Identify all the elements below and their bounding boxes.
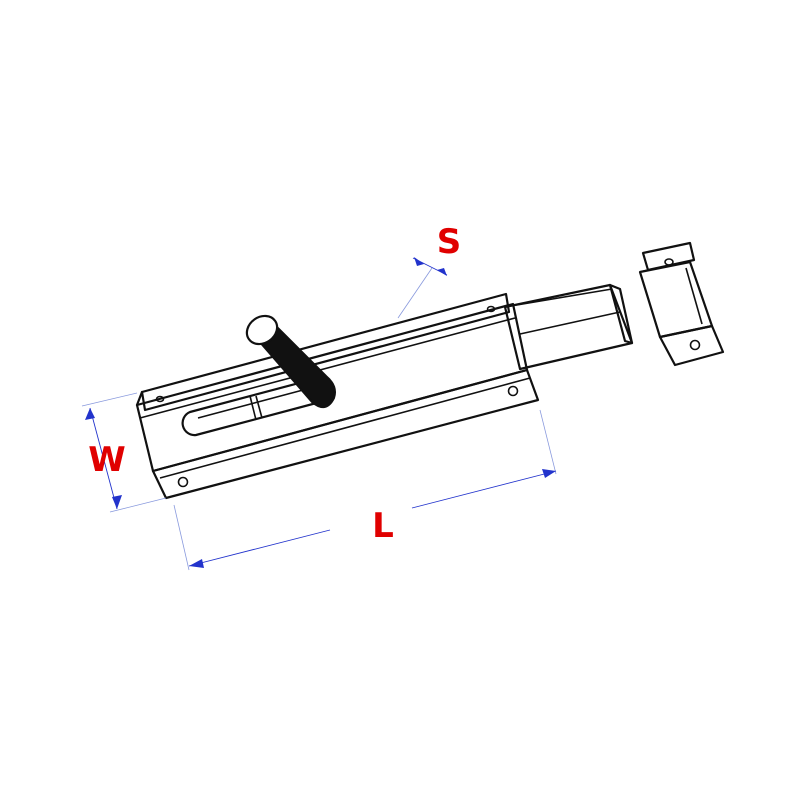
dimension-w-label: W: [88, 440, 126, 480]
bolt-base-plate: [135, 292, 540, 500]
screw-hole: [177, 476, 189, 488]
screw-hole: [507, 385, 519, 397]
dimension-w: [81, 392, 167, 513]
keeper-hole: [689, 339, 701, 351]
keeper-hole: [664, 258, 674, 266]
bolt-keeper: [638, 241, 725, 367]
dimension-l: [173, 409, 557, 571]
dimension-s: [397, 257, 448, 319]
bolt-rod: [503, 283, 634, 371]
dimension-l-label: L: [372, 506, 394, 546]
screw-hole: [155, 395, 165, 403]
handle-knob: [245, 314, 336, 409]
dimension-s-label: S: [437, 222, 462, 262]
screw-hole: [486, 305, 496, 313]
